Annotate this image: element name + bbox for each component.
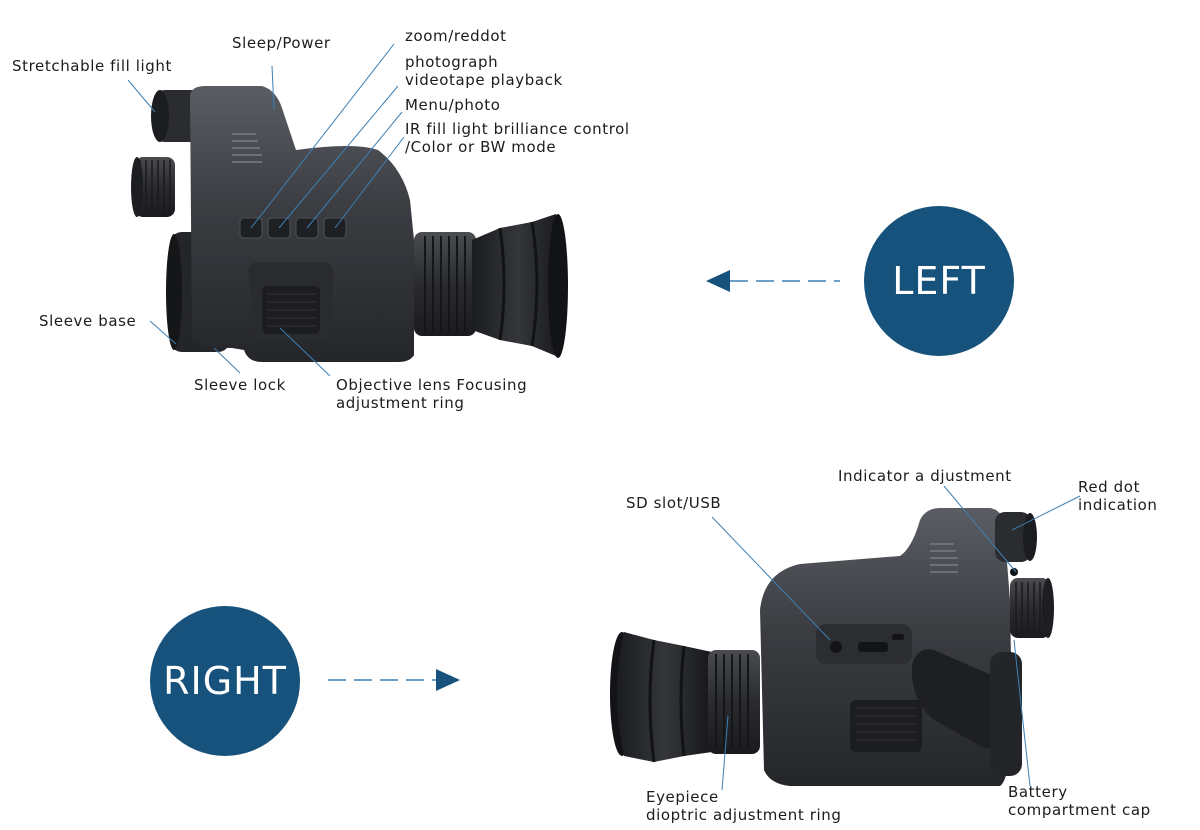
sd-card-slot [858, 642, 888, 652]
label-ir-fill-light: IR fill light brilliance control [405, 120, 630, 138]
sd-slot-icon [830, 641, 842, 653]
right-arrow-head-icon [436, 669, 460, 691]
label-sleeve-lock: Sleeve lock [194, 376, 286, 394]
fill-light-lens [151, 90, 169, 142]
label-objective-lens: Objective lens Focusing [336, 376, 527, 394]
left-arrow [706, 270, 840, 292]
label-sleeve-base: Sleeve base [39, 312, 136, 330]
label-dioptric-adjustment-ring: dioptric adjustment ring [646, 806, 841, 824]
label-indicator-adjustment: Indicator a djustment [838, 467, 1012, 485]
label-zoom-reddot: zoom/reddot [405, 27, 507, 45]
right-arrow [328, 669, 460, 691]
label-battery: Battery [1008, 783, 1068, 801]
usb-port [892, 634, 904, 640]
label-color-bw-mode: /Color or BW mode [405, 138, 556, 156]
right-view-device [610, 508, 1054, 786]
left-badge: LEFT [864, 206, 1014, 356]
left-arrow-head-icon [706, 270, 730, 292]
label-eyepiece: Eyepiece [646, 788, 719, 806]
label-sleep-power: Sleep/Power [232, 34, 331, 52]
leader-fill-light [128, 80, 155, 112]
label-indication: indication [1078, 496, 1158, 514]
label-videotape-playback: videotape playback [405, 71, 563, 89]
label-sd-slot-usb: SD slot/USB [626, 494, 721, 512]
eyecup-right [617, 632, 712, 762]
label-red-dot: Red dot [1078, 478, 1140, 496]
right-badge: RIGHT [150, 606, 300, 756]
label-photograph: photograph [405, 53, 498, 71]
leader-sleeve-lock [214, 348, 240, 373]
label-stretchable-fill-light: Stretchable fill light [12, 57, 172, 75]
label-compartment-cap: compartment cap [1008, 801, 1151, 819]
label-adjustment-ring: adjustment ring [336, 394, 464, 412]
label-menu-photo: Menu/photo [405, 96, 501, 114]
eyepiece-ring-left [414, 232, 476, 336]
